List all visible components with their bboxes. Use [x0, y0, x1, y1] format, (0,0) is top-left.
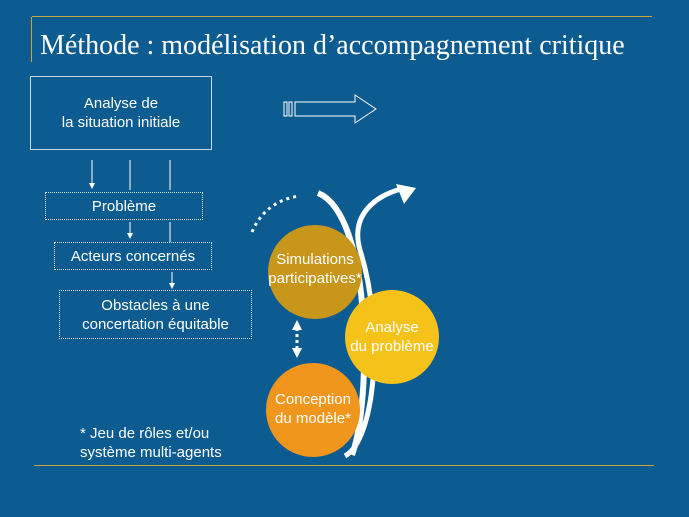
top-rule: [32, 16, 652, 17]
box-probleme: Problème: [45, 192, 203, 220]
slide-title: Méthode : modélisation d’accompagnement …: [40, 30, 625, 61]
footnote-line-2: système multi-agents: [80, 444, 222, 461]
simulations-line-2: participatives*: [268, 270, 362, 287]
situation-line-2: la situation initiale: [61, 114, 181, 131]
analyse-line-1: Analyse: [365, 319, 419, 336]
striped-right-arrow-icon: [283, 94, 377, 124]
acteurs-label: Acteurs concernés: [70, 248, 196, 265]
probleme-label: Problème: [91, 198, 157, 215]
box-obstacles: Obstacles à une concertation équitable: [59, 290, 252, 339]
situation-line-1: Analyse de: [83, 95, 159, 112]
analyse-line-2: du problème: [350, 338, 434, 355]
obstacles-line-1: Obstacles à une: [101, 297, 210, 314]
conception-line-1: Conception: [275, 391, 351, 408]
cycle-arc-lower: [343, 185, 406, 459]
box-situation-initiale: Analyse de la situation initiale: [30, 76, 212, 150]
left-rule: [31, 17, 32, 62]
circle-analyse: Analyse du problème: [345, 290, 439, 384]
bottom-rule: [34, 465, 654, 466]
obstacles-line-2: concertation équitable: [82, 316, 229, 333]
conception-line-2: du modèle*: [275, 410, 351, 427]
double-arrow-icon: [292, 320, 302, 358]
footnote-line-1: * Jeu de rôles et/ou: [80, 425, 210, 442]
circle-simulations: Simulations participatives*: [268, 225, 362, 319]
cycle-arrowhead-icon: [396, 184, 416, 204]
down-arrows: [89, 160, 175, 289]
circle-conception: Conception du modèle*: [266, 363, 360, 457]
footnote: * Jeu de rôles et/ou système multi-agent…: [80, 424, 222, 462]
dotted-arc: [250, 194, 301, 233]
simulations-line-1: Simulations: [276, 251, 354, 268]
box-acteurs: Acteurs concernés: [54, 242, 212, 270]
